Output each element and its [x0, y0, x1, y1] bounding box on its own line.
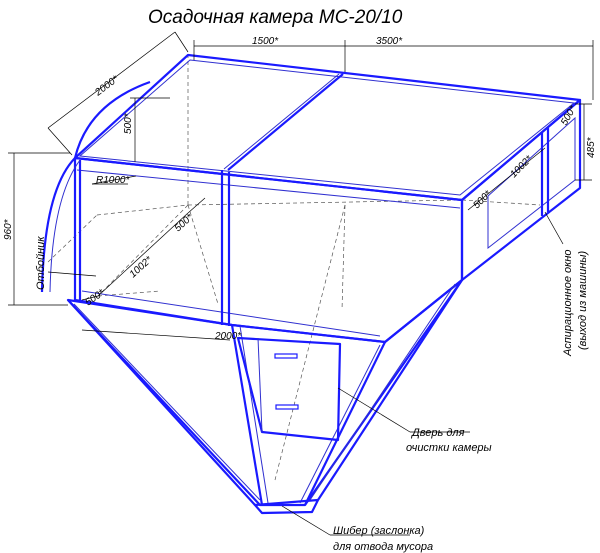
dim-1500: 1500*	[252, 36, 279, 47]
label-door-line1: Дверь для	[410, 427, 465, 439]
label-gate-line1: Шибер (заслонка)	[333, 525, 425, 537]
dimension-lines	[8, 31, 594, 341]
dim-radius: R1000*	[96, 175, 130, 186]
leader-lines	[47, 175, 564, 536]
chamber-frame	[40, 53, 582, 515]
dim-right-485: 485*	[586, 136, 597, 158]
door-handle-slot-upper	[274, 353, 298, 359]
door-handle-slot-lower	[275, 404, 299, 410]
dim-right-500-top: 500*	[559, 103, 579, 127]
dim-height-960: 960*	[3, 218, 14, 240]
label-deflector: Отбойник	[35, 236, 47, 290]
label-aspiration-line2: (выход из машины)	[577, 251, 589, 350]
dim-bottom-2000: 2000*	[214, 331, 242, 342]
dim-floor-500-diag: 500*	[173, 212, 196, 235]
drawing-title: Осадочная камера МС-20/10	[148, 7, 403, 28]
label-door-line2: очистки камеры	[406, 442, 492, 454]
dim-500-left-vertical: 500*	[123, 112, 134, 134]
hidden-lines	[47, 55, 541, 481]
label-aspiration-line1: Аспирационное окно	[562, 249, 574, 357]
label-gate-line2: для отвода мусора	[333, 541, 433, 553]
dim-depth-2000: 2000*	[92, 73, 121, 99]
dim-3500: 3500*	[376, 36, 403, 47]
dim-floor-1002: 1002*	[128, 254, 156, 280]
